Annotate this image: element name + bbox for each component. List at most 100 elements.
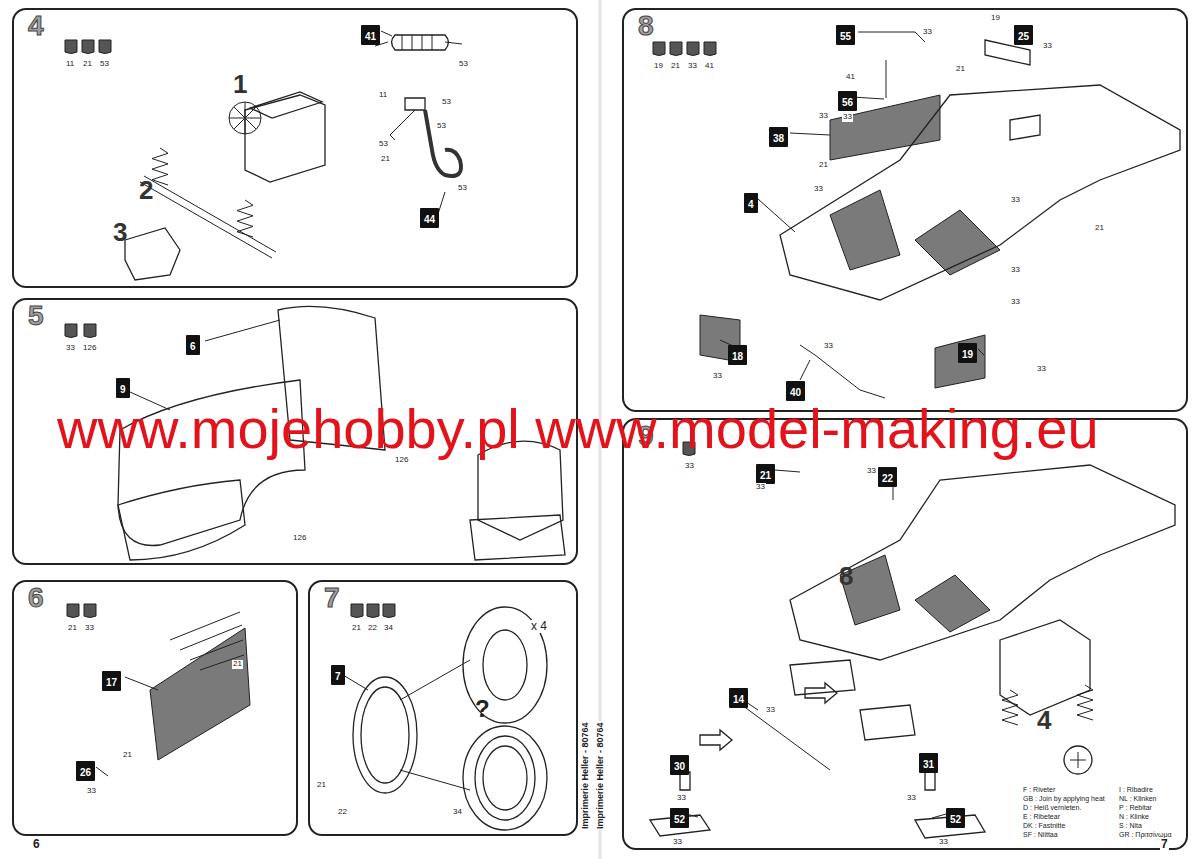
leader-line	[381, 31, 392, 36]
subassembly-number: 8	[838, 562, 854, 591]
paint-number: 21	[232, 660, 243, 669]
paint-code: 33	[684, 462, 695, 471]
callout-number: 19	[962, 349, 973, 360]
legend-note: SF : Niittaa	[1022, 831, 1059, 839]
subassembly-number: 4	[1036, 706, 1052, 735]
paint-pot	[367, 604, 379, 618]
callout-number: 38	[773, 133, 784, 144]
callout-number: 41	[365, 31, 376, 42]
part-callout: 7	[331, 665, 345, 685]
part-drawing	[150, 628, 250, 760]
part-drawing	[483, 746, 527, 810]
leader-line	[170, 612, 240, 640]
paint-number: 21	[955, 65, 966, 74]
part-drawing	[1064, 746, 1092, 774]
watermark: www.mojehobby.pl www.model-making.eu	[56, 398, 1100, 460]
paint-pot	[65, 40, 77, 54]
callout-number: 4	[748, 199, 754, 210]
leader-line	[735, 700, 830, 770]
part-callout: 31	[919, 753, 938, 773]
legend-note: GB : Join by applying heat	[1022, 795, 1106, 803]
paint-number: 33	[938, 838, 949, 847]
paint-code: 126	[82, 344, 97, 353]
legend-note: P : Rebitar	[1118, 804, 1153, 812]
part-callout: 44	[420, 208, 439, 228]
paint-pot	[653, 42, 665, 56]
paint-pot	[84, 604, 96, 618]
step-number: 8	[638, 11, 654, 41]
paint-number: 33	[823, 342, 834, 351]
legend-note: S : Nita	[1118, 822, 1143, 830]
part-drawing	[860, 705, 915, 740]
part-drawing	[915, 210, 1000, 275]
paint-code: 21	[670, 62, 681, 71]
paint-number: 33	[1042, 42, 1053, 51]
paint-code: 33	[687, 62, 698, 71]
leader-line	[390, 110, 415, 140]
paint-code: 22	[367, 624, 378, 633]
callout-number: 56	[842, 97, 853, 108]
leader-line	[800, 360, 810, 380]
leader-line	[96, 767, 108, 776]
printer-credit: Imprimerie Heller - 80764	[581, 721, 591, 830]
part-drawing	[925, 770, 935, 790]
step-panel: 4 41 44	[12, 8, 578, 288]
paint-number: 33	[676, 794, 687, 803]
paint-pots	[65, 40, 716, 618]
paint-number: 33	[922, 28, 933, 37]
paint-number: 53	[458, 60, 469, 69]
paint-number: 33	[755, 483, 766, 492]
paint-number: 21	[122, 751, 133, 760]
callout-number: 22	[882, 473, 893, 484]
part-callout: 6	[186, 335, 200, 355]
part-drawing	[463, 726, 547, 830]
part-drawing	[790, 660, 855, 695]
leader-line	[400, 660, 470, 700]
part-callout: 4	[744, 193, 758, 213]
part-drawing	[483, 630, 527, 700]
paint-pot	[99, 40, 111, 54]
callout-number: 14	[733, 694, 744, 705]
paint-number: 33	[818, 112, 829, 121]
paint-number: 33	[842, 113, 853, 122]
paint-pot	[687, 42, 699, 56]
paint-number: 33	[1010, 298, 1021, 307]
paint-pot	[351, 604, 363, 618]
part-callout: 25	[1014, 25, 1033, 45]
leader-line	[144, 176, 276, 252]
callout-number: 40	[790, 387, 801, 398]
step-panel: 61726	[12, 580, 298, 836]
leader-line	[412, 35, 413, 50]
paint-number: 53	[457, 184, 468, 193]
step-number: 4	[28, 11, 44, 41]
paint-number: 53	[378, 140, 389, 149]
exhaust-pipe	[425, 110, 461, 176]
part-drawing	[118, 480, 245, 560]
paint-number: 33	[1036, 365, 1047, 374]
leader-line	[800, 345, 885, 398]
part-callout: 9	[116, 378, 130, 398]
leader-line	[1077, 685, 1093, 720]
paint-code: 21	[82, 60, 93, 69]
leader-line	[1002, 690, 1018, 725]
legend-note: E : Ribetear	[1022, 813, 1061, 821]
paint-number: 33	[86, 787, 97, 796]
paint-number: 33	[866, 467, 877, 476]
paint-code: 41	[704, 62, 715, 71]
leader-line	[432, 35, 433, 50]
leader-line	[422, 35, 423, 50]
leader-line	[775, 470, 800, 472]
paint-number: 34	[452, 808, 463, 817]
leader-line	[886, 60, 887, 98]
part-drawing	[392, 35, 449, 50]
leader-line	[180, 625, 242, 650]
step-number: 5	[28, 301, 44, 331]
part-drawing	[780, 85, 1180, 300]
leader-line	[438, 192, 445, 214]
part-callout: 52	[946, 808, 965, 828]
callout-number: 26	[80, 767, 91, 778]
page-number: 6	[32, 838, 41, 851]
part-drawing	[1000, 620, 1090, 715]
subassembly-number: 2	[138, 176, 154, 205]
